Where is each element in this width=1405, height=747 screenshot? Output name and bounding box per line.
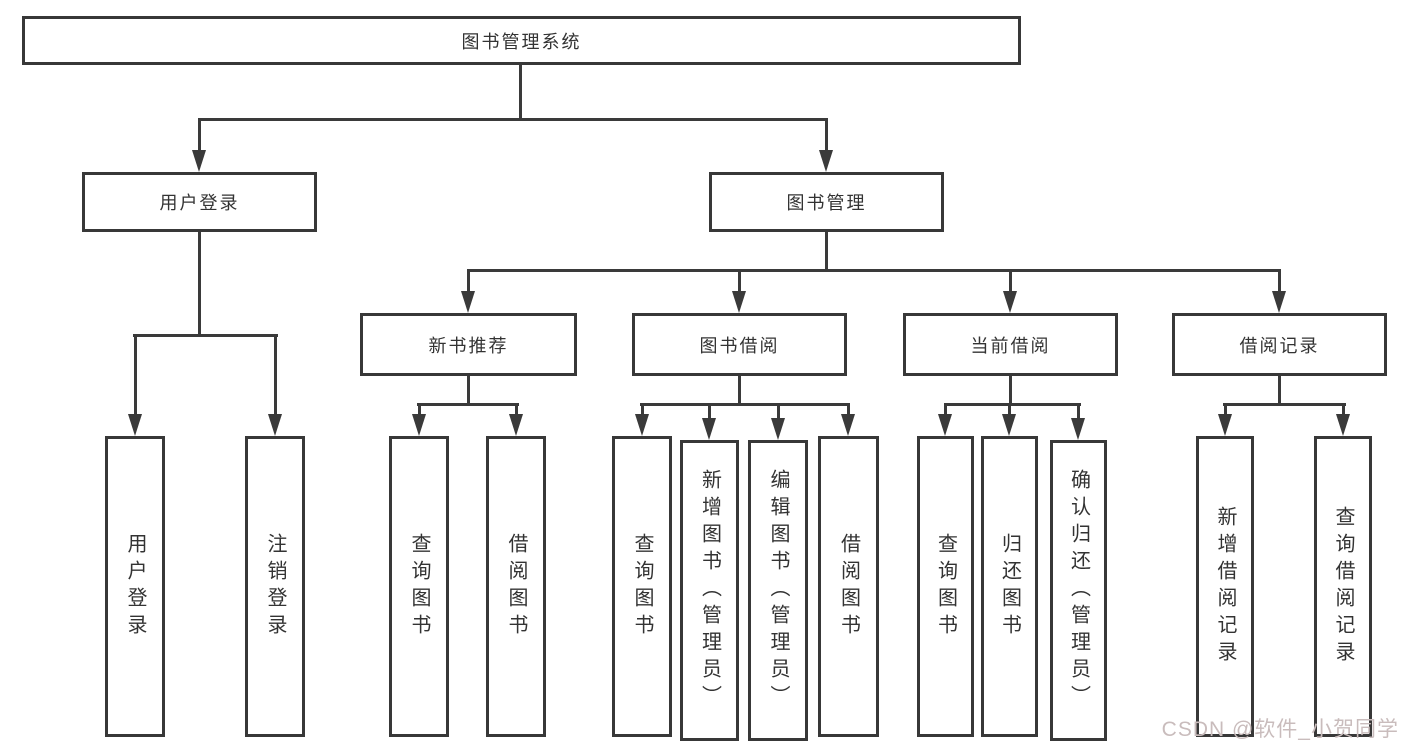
connector-line — [1009, 269, 1012, 295]
connector-line — [738, 269, 741, 295]
node-query-books-current: 查询图书 — [917, 436, 974, 737]
connector-line — [1008, 403, 1011, 417]
arrow-down-icon — [819, 150, 833, 172]
connector-line — [738, 373, 741, 406]
node-label: 图书管理系统 — [461, 31, 582, 52]
node-label: 查询图书 — [631, 532, 653, 641]
arrow-down-icon — [1003, 291, 1017, 313]
arrow-down-icon — [702, 418, 716, 440]
arrow-down-icon — [128, 414, 142, 436]
connector-line — [641, 403, 644, 417]
connector-line — [1077, 403, 1080, 421]
node-label: 查询借阅记录 — [1332, 505, 1354, 668]
connector-line — [944, 403, 1081, 406]
connector-line — [198, 229, 201, 337]
node-label: 用户登录 — [124, 532, 146, 641]
connector-line — [1224, 403, 1227, 417]
node-book-management: 图书管理 — [709, 172, 944, 232]
node-label: 编辑图书（管理员） — [767, 469, 789, 712]
node-label: 注销登录 — [264, 532, 286, 641]
node-query-books-borrowing: 查询图书 — [612, 436, 672, 737]
node-book-borrowing: 图书借阅 — [632, 313, 847, 376]
arrow-down-icon — [461, 291, 475, 313]
node-current-borrowing: 当前借阅 — [903, 313, 1118, 376]
node-label: 新增借阅记录 — [1214, 505, 1236, 668]
node-label: 查询图书 — [934, 532, 957, 641]
node-label: 图书借阅 — [699, 335, 780, 356]
connector-line — [417, 403, 519, 406]
connector-line — [198, 118, 828, 121]
connector-line — [1223, 403, 1346, 406]
connector-line — [134, 334, 137, 418]
csdn-watermark: CSDN @软件_小贺同学 — [1161, 718, 1399, 741]
node-label: 借阅图书 — [837, 532, 860, 641]
connector-line — [1278, 269, 1281, 295]
connector-line — [1278, 373, 1281, 406]
connector-line — [1342, 403, 1345, 417]
node-logout: 注销登录 — [245, 436, 305, 737]
node-login: 用户登录 — [105, 436, 165, 737]
node-add-borrow-record: 新增借阅记录 — [1196, 436, 1254, 737]
node-label: 图书管理 — [786, 193, 867, 213]
node-user-login: 用户登录 — [82, 172, 317, 232]
arrow-down-icon — [509, 414, 523, 436]
node-label: 当前借阅 — [970, 335, 1051, 356]
arrow-down-icon — [1071, 418, 1085, 440]
connector-line — [467, 269, 470, 295]
arrow-down-icon — [1272, 291, 1286, 313]
node-new-book-recommendation: 新书推荐 — [360, 313, 577, 376]
connector-line — [777, 403, 780, 421]
node-borrowing-records: 借阅记录 — [1172, 313, 1387, 376]
arrow-down-icon — [635, 414, 649, 436]
arrow-down-icon — [412, 414, 426, 436]
arrow-down-icon — [1218, 414, 1232, 436]
node-query-borrow-record: 查询借阅记录 — [1314, 436, 1372, 737]
arrow-down-icon — [1336, 414, 1350, 436]
connector-line — [133, 334, 278, 337]
connector-line — [467, 269, 1281, 272]
node-label: 借阅记录 — [1239, 335, 1320, 356]
arrow-down-icon — [938, 414, 952, 436]
arrow-down-icon — [732, 291, 746, 313]
node-library-management-system: 图书管理系统 — [22, 16, 1021, 65]
node-borrow-books: 借阅图书 — [818, 436, 879, 737]
node-label: 归还图书 — [998, 532, 1021, 641]
node-label: 借阅图书 — [505, 532, 527, 641]
node-label: 查询图书 — [408, 532, 430, 641]
connector-line — [847, 403, 850, 417]
connector-line — [418, 403, 421, 417]
connector-line — [944, 403, 947, 417]
node-label: 确认归还（管理员） — [1067, 469, 1090, 712]
node-query-books-recommend: 查询图书 — [389, 436, 449, 737]
connector-line — [640, 403, 850, 406]
arrow-down-icon — [771, 418, 785, 440]
arrow-down-icon — [841, 414, 855, 436]
node-label: 新书推荐 — [428, 335, 509, 356]
node-confirm-return-admin: 确认归还（管理员） — [1050, 440, 1107, 741]
node-add-books-admin: 新增图书（管理员） — [680, 440, 739, 741]
connector-line — [708, 403, 711, 421]
connector-line — [825, 229, 828, 272]
node-label: 新增图书（管理员） — [698, 469, 721, 712]
node-edit-books-admin: 编辑图书（管理员） — [748, 440, 808, 741]
arrow-down-icon — [192, 150, 206, 172]
arrow-down-icon — [1002, 414, 1016, 436]
arrow-down-icon — [268, 414, 282, 436]
connector-line — [198, 118, 201, 154]
connector-line — [274, 334, 277, 418]
connector-line — [1009, 373, 1012, 406]
node-borrow-books-recommend: 借阅图书 — [486, 436, 546, 737]
node-return-books: 归还图书 — [981, 436, 1038, 737]
node-label: 用户登录 — [159, 193, 240, 213]
connector-line — [515, 403, 518, 417]
connector-line — [467, 373, 470, 406]
connector-line — [519, 64, 522, 120]
connector-line — [825, 118, 828, 154]
